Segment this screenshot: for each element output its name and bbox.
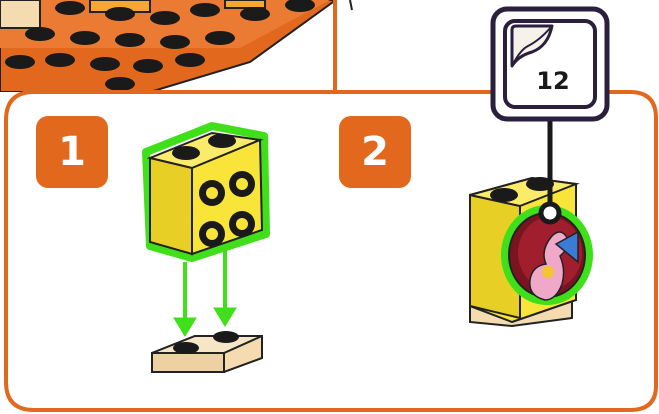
step-number-2: 2 [339, 116, 411, 188]
yellow-brick-2x2-side-studs [142, 122, 270, 262]
sticker-count: 12 [536, 67, 570, 95]
step-number-1: 1 [36, 116, 108, 188]
frame-tick [349, 0, 353, 11]
sticker-sheet-icon [510, 24, 554, 68]
placement-arrows [173, 248, 237, 337]
previous-assembly [0, 0, 333, 92]
tan-plate-1x2 [151, 331, 263, 373]
round-printed-tile [501, 201, 593, 305]
